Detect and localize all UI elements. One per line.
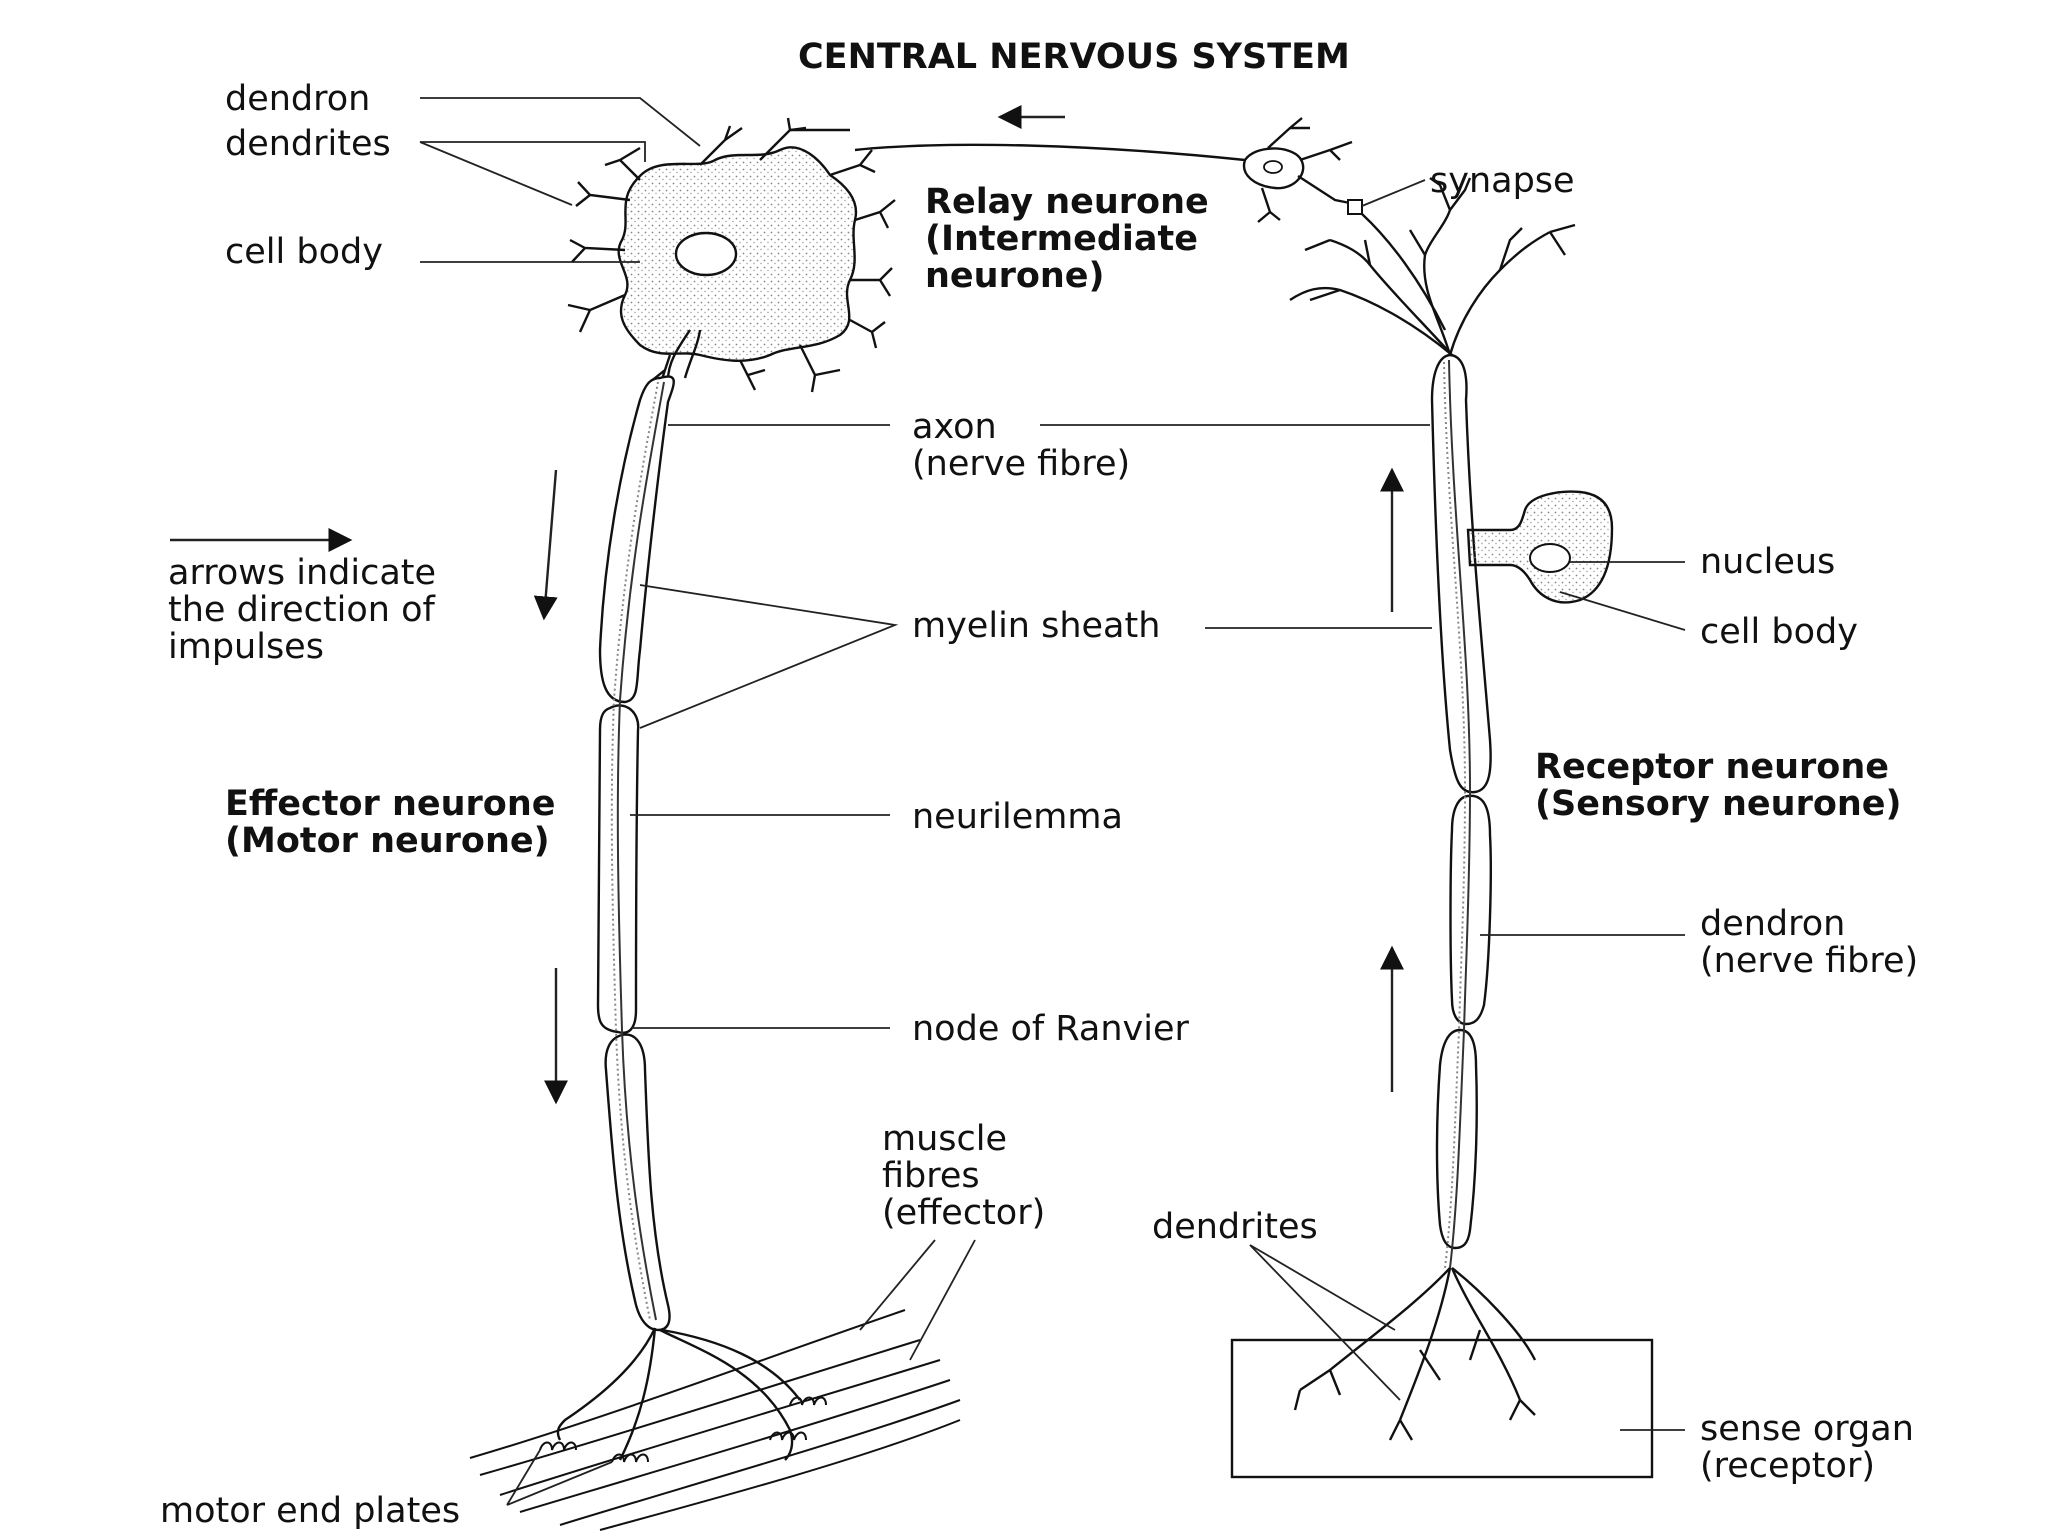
receptor-neurone-name-2: (Sensory neurone) bbox=[1535, 784, 1902, 824]
sensory-lower-dendrites bbox=[1293, 1267, 1537, 1441]
sensory-upper-dendrites bbox=[1289, 177, 1576, 356]
label-myelin-sheath: myelin sheath bbox=[912, 606, 1160, 646]
label-sense-organ-sub: (receptor) bbox=[1700, 1446, 1875, 1486]
label-sensory-dendron: dendron bbox=[1700, 904, 1845, 944]
label-sensory-cell-body: cell body bbox=[1700, 612, 1858, 652]
synapse-marker bbox=[1347, 199, 1363, 215]
relay-neurone-name-1: Relay neurone bbox=[925, 182, 1209, 222]
relay-neurone-fibre bbox=[854, 143, 1246, 162]
relay-neurone-name-3: neurone) bbox=[925, 256, 1105, 296]
label-muscle-1: muscle bbox=[882, 1119, 1007, 1159]
label-neurilemma: neurilemma bbox=[912, 797, 1123, 837]
sensory-nucleus bbox=[1529, 543, 1571, 573]
legend-line-2: the direction of bbox=[168, 590, 435, 630]
label-motor-end-plates: motor end plates bbox=[160, 1491, 460, 1531]
sensory-fibre bbox=[1430, 353, 1492, 1269]
label-synapse: synapse bbox=[1430, 161, 1575, 201]
label-sensory-dendron-sub: (nerve fibre) bbox=[1700, 941, 1918, 981]
label-sensory-dendrites: dendrites bbox=[1152, 1207, 1318, 1247]
label-relay-dendron: dendron bbox=[225, 79, 370, 119]
effector-neurone-name-1: Effector neurone bbox=[225, 784, 556, 824]
label-node-of-ranvier: node of Ranvier bbox=[912, 1009, 1189, 1049]
diagram-title: CENTRAL NERVOUS SYSTEM bbox=[798, 37, 1350, 77]
motor-nerve-endings bbox=[556, 1327, 801, 1461]
impulse-arrow-motor-1 bbox=[533, 469, 558, 621]
motor-axon bbox=[596, 375, 675, 1332]
sensory-cell-body bbox=[1466, 490, 1614, 604]
label-nucleus: nucleus bbox=[1700, 542, 1835, 582]
relay-small-cell bbox=[1242, 117, 1361, 223]
legend-line-1: arrows indicate bbox=[168, 553, 436, 593]
label-relay-dendrites: dendrites bbox=[225, 124, 391, 164]
motor-axon-core bbox=[616, 381, 665, 1321]
muscle-fibres bbox=[469, 1309, 961, 1531]
label-muscle-3: (effector) bbox=[882, 1193, 1045, 1233]
receptor-neurone-name-1: Receptor neurone bbox=[1535, 747, 1889, 787]
legend-line-3: impulses bbox=[168, 627, 324, 667]
relay-neurone-name-2: (Intermediate bbox=[925, 219, 1198, 259]
relay-cell-body bbox=[617, 146, 858, 362]
label-sense-organ: sense organ bbox=[1700, 1409, 1914, 1449]
motor-end-plates bbox=[539, 1396, 827, 1463]
effector-neurone-name-2: (Motor neurone) bbox=[225, 821, 550, 861]
leader-lines bbox=[419, 97, 1686, 1506]
label-relay-cell-body: cell body bbox=[225, 232, 383, 272]
sense-organ-box bbox=[1230, 1338, 1654, 1479]
label-muscle-2: fibres bbox=[882, 1156, 980, 1196]
relay-nucleus bbox=[674, 231, 738, 277]
label-axon: axon bbox=[912, 407, 997, 447]
relay-dendrites bbox=[567, 117, 896, 393]
label-axon-sub: (nerve fibre) bbox=[912, 444, 1130, 484]
